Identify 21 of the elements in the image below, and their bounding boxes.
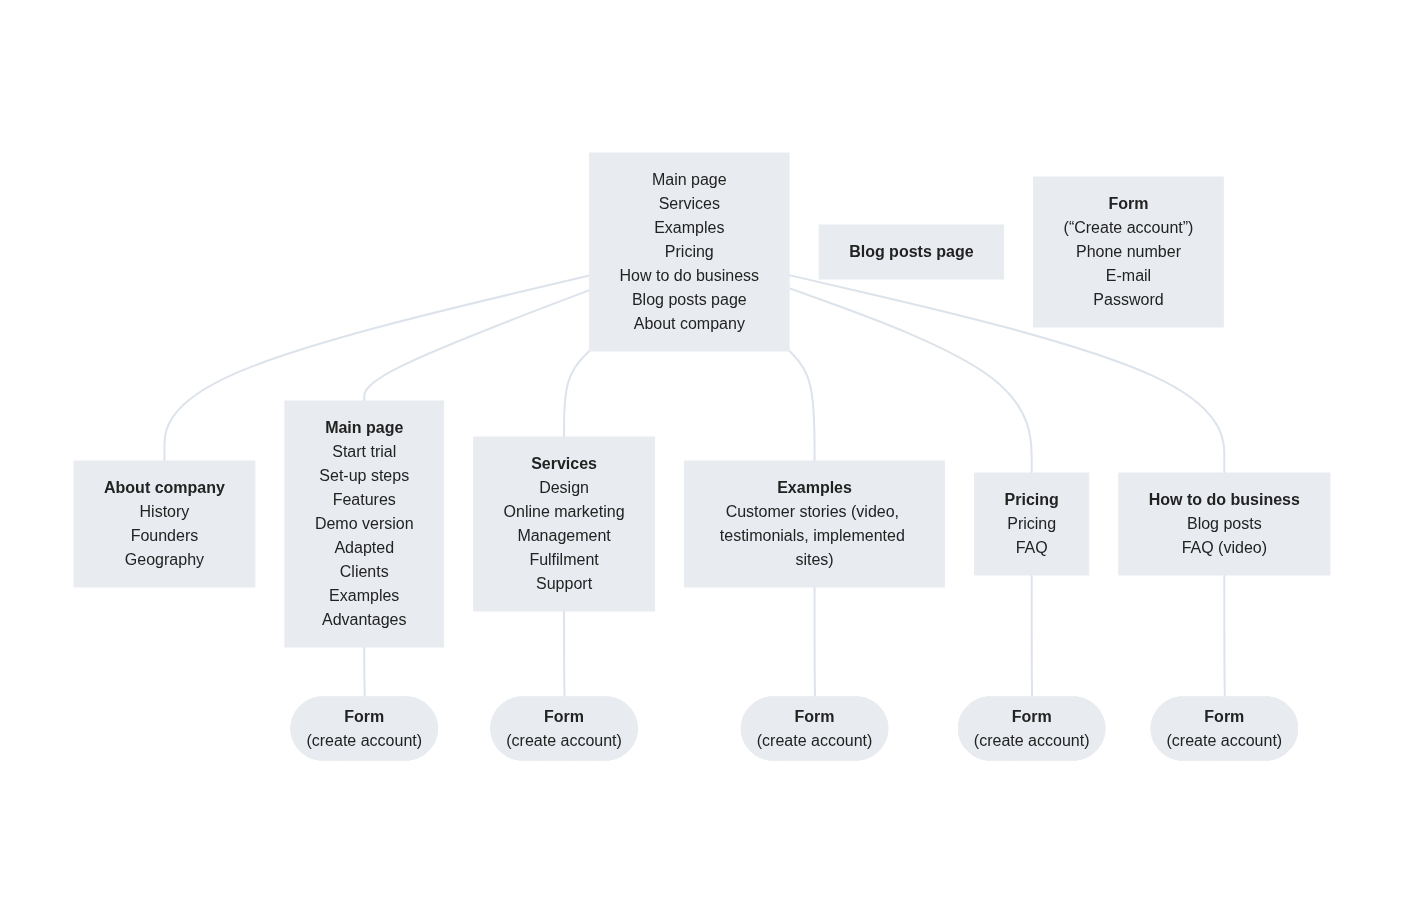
node-box bbox=[683, 460, 945, 588]
node-box bbox=[1117, 472, 1330, 576]
node-box bbox=[973, 472, 1089, 576]
connector bbox=[1030, 574, 1033, 699]
connector bbox=[813, 586, 816, 699]
node-box bbox=[1032, 176, 1224, 328]
connector bbox=[787, 274, 1225, 474]
node-box bbox=[818, 224, 1004, 280]
connector bbox=[562, 610, 566, 699]
connector bbox=[787, 349, 816, 462]
sitemap-diagram: Main page Services Examples Pricing How to do business Blog posts page About company About company History Founders Geography Main page Start trial Set-up steps Features Demo version Adapted Clients Examples Advantages Form (create account) Services Design Online marketing Management Fulfilment Support Form (create account) Examples Customer stories (video, testimonials, implemented sites) Form (create account) Pricing Pricing FAQ Form (create account) How to do business Blog posts FAQ (video) Form (create account) Blog posts page Form (“Create account”) Phone number E-mail Password bbox=[65, 145, 1338, 768]
connector bbox=[1222, 574, 1226, 699]
connector bbox=[362, 646, 366, 699]
connector bbox=[163, 274, 591, 462]
node-box bbox=[283, 400, 444, 648]
connector bbox=[362, 289, 591, 402]
node-box bbox=[73, 460, 255, 588]
connector bbox=[562, 349, 591, 438]
node-box bbox=[588, 152, 790, 352]
connector bbox=[787, 287, 1033, 474]
node-box bbox=[472, 436, 655, 612]
